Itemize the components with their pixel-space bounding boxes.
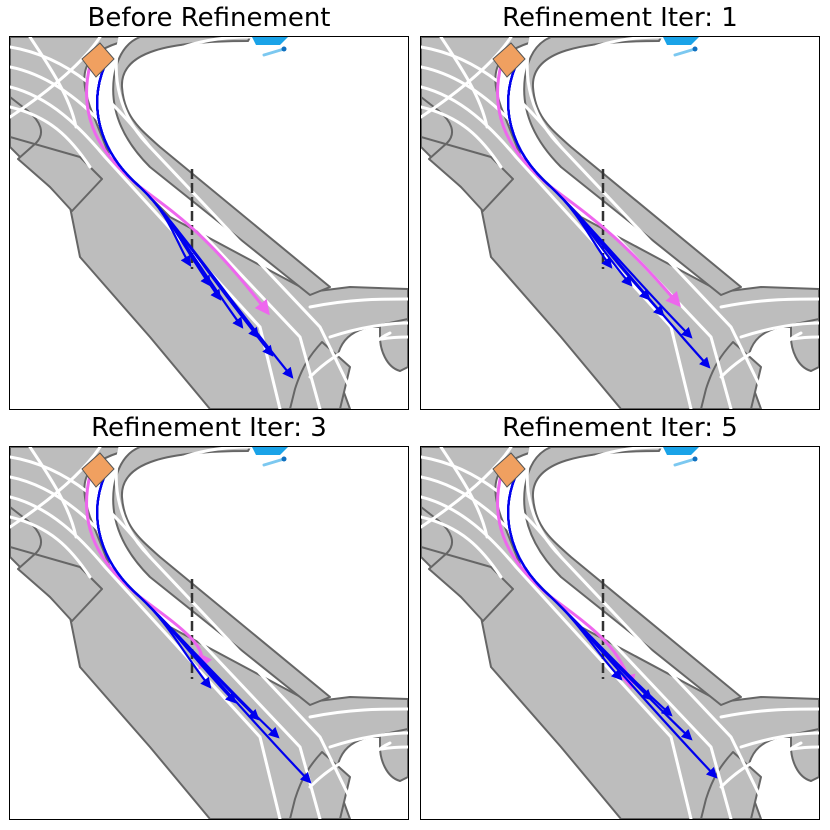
taxiway-centerline bbox=[130, 447, 252, 509]
taxiway-centerline bbox=[739, 731, 819, 749]
predicted-trajectory bbox=[96, 468, 312, 784]
taxiway-main bbox=[10, 447, 408, 819]
panel-title: Refinement Iter: 3 bbox=[91, 413, 327, 443]
taxiway-centerline bbox=[765, 331, 803, 409]
taxiway-centerline bbox=[328, 321, 408, 339]
taxiway-centerline bbox=[719, 707, 819, 719]
taxiway-centerline bbox=[765, 741, 803, 819]
taxiway-centerline bbox=[421, 85, 693, 409]
ego-aircraft bbox=[81, 452, 115, 488]
other-aircraft-marker bbox=[281, 456, 287, 462]
taxiway-centerline bbox=[308, 745, 408, 789]
airport-map bbox=[10, 37, 408, 409]
taxiway-centerline bbox=[10, 515, 92, 579]
taxiway-centerline bbox=[421, 105, 503, 169]
taxiway-centerline bbox=[328, 731, 408, 749]
other-aircraft-trail bbox=[262, 457, 286, 467]
other-aircraft bbox=[663, 447, 699, 455]
taxiway-centerline bbox=[354, 331, 392, 409]
predicted-trajectory bbox=[96, 58, 294, 379]
other-aircraft-trail bbox=[673, 457, 697, 467]
taxiway-stub bbox=[790, 318, 819, 372]
taxiway-stub bbox=[790, 728, 819, 782]
ego-aircraft bbox=[81, 42, 115, 78]
airport-map bbox=[10, 447, 408, 819]
taxiway-centerline bbox=[10, 85, 282, 409]
panel-title: Refinement Iter: 5 bbox=[502, 413, 738, 443]
other-aircraft bbox=[663, 37, 699, 45]
taxiway-centerline bbox=[719, 335, 819, 379]
taxiway-centerline bbox=[10, 495, 282, 819]
taxiway-centerline bbox=[541, 447, 663, 509]
airport-map bbox=[421, 37, 819, 409]
other-aircraft-trail bbox=[262, 47, 286, 57]
taxiway-main bbox=[421, 447, 819, 819]
taxiway-centerline bbox=[308, 297, 408, 309]
other-aircraft bbox=[252, 37, 288, 45]
taxiway-centerline bbox=[114, 37, 152, 149]
taxiway-main bbox=[10, 37, 408, 409]
predicted-trajectory bbox=[507, 468, 718, 779]
taxiway-centerline bbox=[719, 297, 819, 309]
taxiway-centerline bbox=[130, 37, 252, 99]
map-view bbox=[420, 446, 820, 820]
panel-title: Before Refinement bbox=[87, 3, 331, 33]
taxiway-centerline bbox=[10, 105, 92, 169]
taxiway-centerline bbox=[525, 37, 563, 149]
airport-map bbox=[421, 447, 819, 819]
taxiway-centerline bbox=[354, 741, 392, 819]
taxiway-centerline bbox=[421, 515, 503, 579]
taxiway-parallel bbox=[112, 447, 331, 706]
map-view bbox=[9, 36, 409, 410]
taxiway-centerline bbox=[114, 447, 152, 559]
other-aircraft-marker bbox=[692, 456, 698, 462]
taxiway-parallel bbox=[523, 447, 742, 706]
taxiway-centerline bbox=[541, 37, 663, 99]
map-view bbox=[420, 36, 820, 410]
other-aircraft-marker bbox=[692, 46, 698, 52]
taxiway-centerline bbox=[421, 495, 693, 819]
ego-aircraft bbox=[492, 42, 526, 78]
map-view bbox=[9, 446, 409, 820]
taxiway-centerline bbox=[739, 321, 819, 339]
taxiway-stub bbox=[379, 318, 408, 372]
taxiway-centerline bbox=[308, 707, 408, 719]
taxiway-centerline bbox=[308, 335, 408, 379]
taxiway-stub bbox=[379, 728, 408, 782]
taxiway-centerline bbox=[525, 447, 563, 559]
other-aircraft bbox=[252, 447, 288, 455]
taxiway-main bbox=[421, 37, 819, 409]
taxiway-parallel bbox=[112, 37, 331, 296]
taxiway-parallel bbox=[523, 37, 742, 296]
taxiway-centerline bbox=[719, 745, 819, 789]
predicted-trajectory bbox=[507, 58, 711, 369]
other-aircraft-trail bbox=[673, 47, 697, 57]
other-aircraft-marker bbox=[281, 46, 287, 52]
panel-title: Refinement Iter: 1 bbox=[502, 3, 738, 33]
ego-aircraft bbox=[492, 452, 526, 488]
